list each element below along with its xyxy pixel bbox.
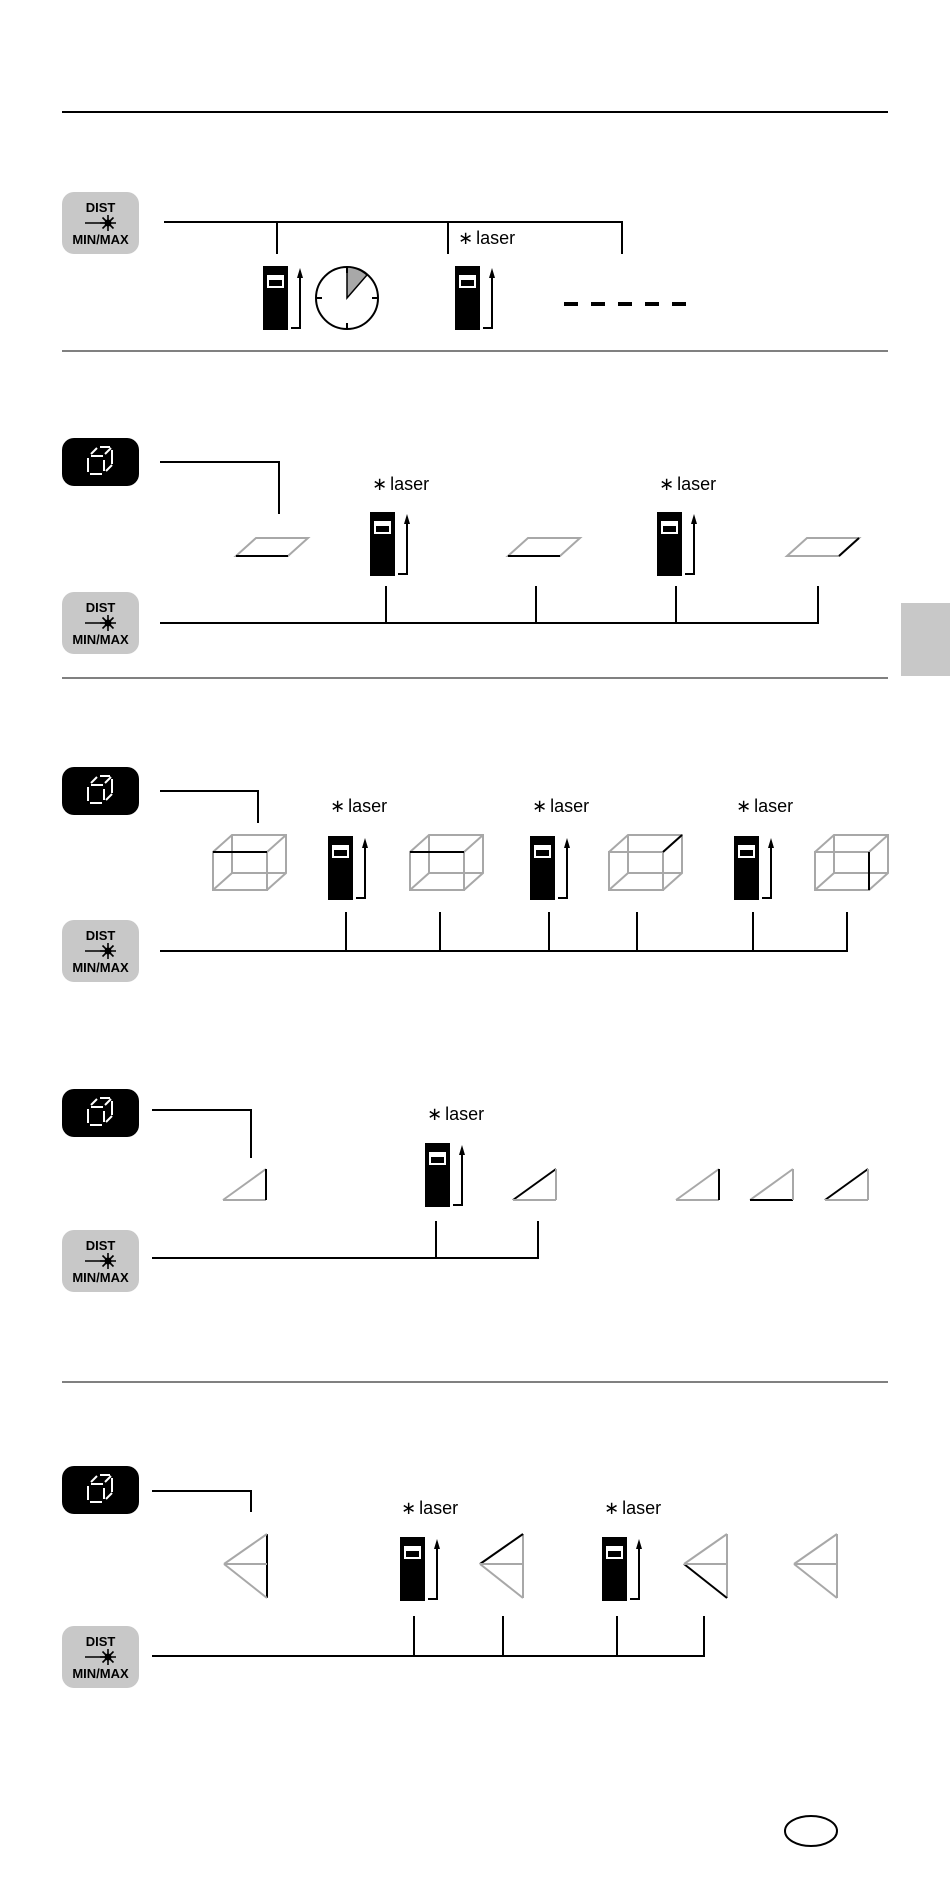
- dist-min-max-button[interactable]: DIST MIN/MAX: [62, 920, 139, 982]
- area-shape: [236, 538, 308, 556]
- triangle-shape: [684, 1534, 727, 1598]
- laser-label: ∗laser: [427, 1104, 484, 1124]
- laser-meter-icon: [400, 1537, 440, 1601]
- laser-label: ∗laser: [532, 796, 589, 816]
- laser-label: ∗laser: [604, 1498, 661, 1518]
- laser-label: ∗laser: [372, 474, 429, 494]
- dist-label: DIST: [86, 200, 116, 215]
- dist-min-max-button[interactable]: DIST MIN/MAX: [62, 1230, 139, 1292]
- laser-meter-icon: [425, 1143, 465, 1207]
- triangle-shape: [223, 1169, 266, 1200]
- laser-meter-icon: [657, 512, 697, 576]
- clock-icon: [316, 267, 378, 329]
- section-indirect-measurement-2: DIST MIN/MAX ∗laser ∗laser: [62, 1466, 837, 1688]
- laser-meter-icon: [602, 1537, 642, 1601]
- chapter-tab: [901, 603, 950, 676]
- svg-text:MIN/MAX: MIN/MAX: [72, 1270, 129, 1285]
- triangle-shape: [513, 1169, 556, 1200]
- section-continuous-measurement: DIST MIN/MAX ∗laser: [62, 192, 686, 330]
- dist-min-max-button[interactable]: DIST MIN/MAX: [62, 1626, 139, 1688]
- svg-text:MIN/MAX: MIN/MAX: [72, 632, 129, 647]
- svg-text:DIST: DIST: [86, 1634, 116, 1649]
- svg-text:MIN/MAX: MIN/MAX: [72, 960, 129, 975]
- svg-text:DIST: DIST: [86, 928, 116, 943]
- min-max-label: MIN/MAX: [72, 232, 129, 247]
- volume-box-shape: [609, 835, 682, 890]
- section-area-measurement: DIST MIN/MAX ∗laser ∗laser: [62, 438, 859, 654]
- triangle-shape: [676, 1169, 719, 1200]
- mode-button[interactable]: [62, 438, 139, 486]
- mode-button[interactable]: [62, 1089, 139, 1137]
- volume-box-shape: [815, 835, 888, 890]
- triangle-shape: [480, 1534, 523, 1598]
- dist-min-max-button[interactable]: DIST MIN/MAX: [62, 592, 139, 654]
- laser-label: ∗laser: [736, 796, 793, 816]
- laser-label: ∗laser: [659, 474, 716, 494]
- triangle-shape: [825, 1169, 868, 1200]
- laser-meter-icon: [263, 266, 303, 330]
- laser-meter-icon: [530, 836, 570, 900]
- triangle-shape: [794, 1534, 837, 1598]
- laser-label: ∗laser: [458, 228, 515, 248]
- svg-text:DIST: DIST: [86, 1238, 116, 1253]
- mode-button[interactable]: [62, 1466, 139, 1514]
- volume-box-shape: [213, 835, 286, 890]
- country-code-oval: [785, 1816, 837, 1846]
- dist-min-max-button[interactable]: DIST MIN/MAX: [62, 192, 139, 254]
- svg-text:DIST: DIST: [86, 600, 116, 615]
- section-volume-measurement: DIST MIN/MAX ∗laser ∗laser: [62, 767, 888, 982]
- laser-label: ∗laser: [401, 1498, 458, 1518]
- mode-button[interactable]: [62, 767, 139, 815]
- laser-label: ∗laser: [330, 796, 387, 816]
- timeline-line: [164, 222, 622, 254]
- triangle-shape: [750, 1169, 793, 1200]
- svg-text:MIN/MAX: MIN/MAX: [72, 1666, 129, 1681]
- volume-box-shape: [410, 835, 483, 890]
- laser-meter-icon: [455, 266, 495, 330]
- laser-meter-icon: [370, 512, 410, 576]
- laser-meter-icon: [328, 836, 368, 900]
- laser-meter-icon: [734, 836, 774, 900]
- section-indirect-measurement-1: DIST MIN/MAX ∗laser: [62, 1089, 868, 1292]
- triangle-shape: [224, 1534, 267, 1598]
- area-shape: [508, 538, 580, 556]
